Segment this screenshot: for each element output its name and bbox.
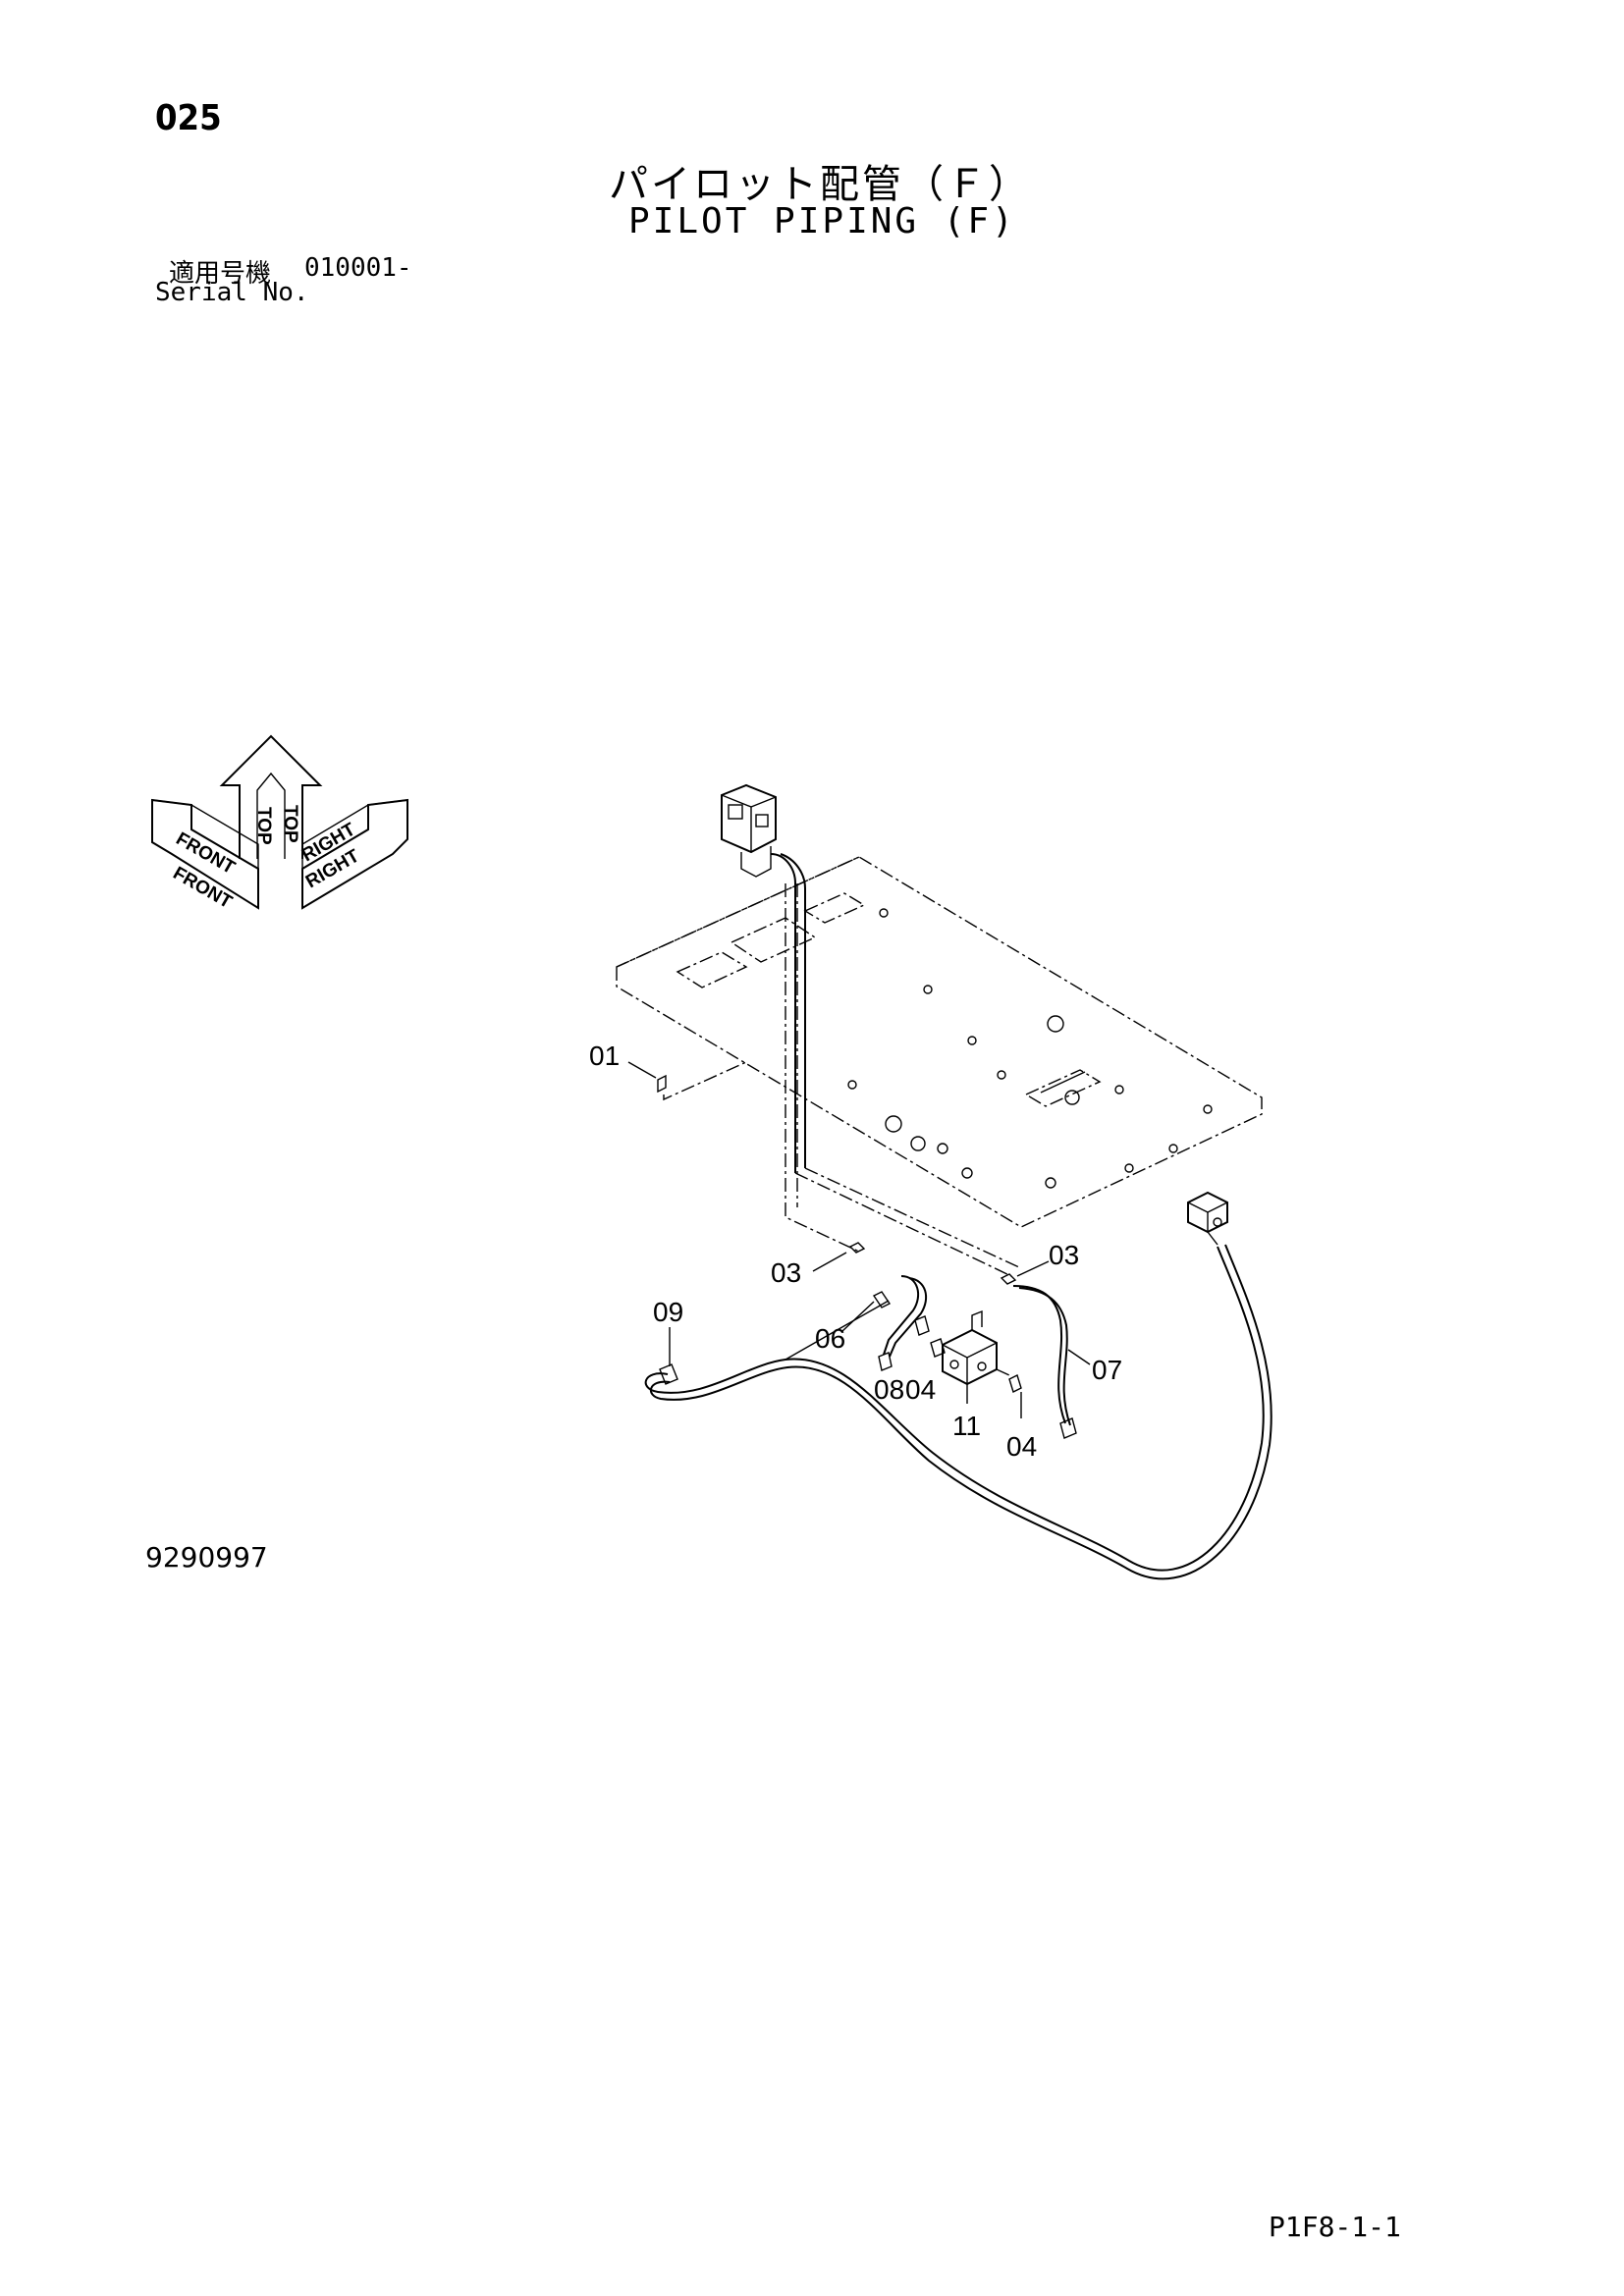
plate-hole xyxy=(1064,1090,1080,1105)
plate-hole xyxy=(997,1070,1006,1080)
orientation-label-top-right: TOP xyxy=(280,805,300,843)
plate-hole xyxy=(1168,1144,1178,1153)
hose-07 xyxy=(1012,1285,1091,1439)
plate-hole xyxy=(885,1115,902,1133)
pilot-valve-upper xyxy=(721,783,777,878)
callout-06: 06 xyxy=(815,1323,845,1354)
callout-04-right: 04 xyxy=(1006,1431,1037,1462)
floor-plate xyxy=(616,856,1263,1228)
plate-hole xyxy=(1047,1015,1064,1033)
pilot-pipes-vertical xyxy=(770,853,1022,1277)
plate-hole xyxy=(1045,1177,1056,1189)
callout-08: 08 xyxy=(874,1374,904,1405)
plate-hole xyxy=(1203,1104,1213,1114)
fitting-03-left xyxy=(812,1242,866,1272)
page-number: 025 xyxy=(155,98,222,138)
plate-hole xyxy=(1124,1163,1134,1173)
title-english: PILOT PIPING (F) xyxy=(628,201,1016,241)
callout-labels: 01 03 03 09 06 08 04 11 04 07 xyxy=(589,1041,1122,1462)
hose-09 xyxy=(644,1244,1272,1580)
fitting-01 xyxy=(627,1061,747,1101)
plate-hole xyxy=(923,985,933,994)
hose-06 xyxy=(872,1275,928,1371)
serial-number-range: 010001- xyxy=(304,253,412,283)
fitting-03-right xyxy=(1000,1260,1050,1285)
plate-hole xyxy=(847,1080,857,1090)
serial-label-japanese: 適用号機 xyxy=(169,259,272,289)
figure-number: 9290997 xyxy=(145,1541,268,1574)
page-code: P1F8-1-1 xyxy=(1269,2211,1401,2243)
title-japanese: パイロット配管（Ｆ） xyxy=(609,162,1031,207)
callout-04-left: 04 xyxy=(905,1374,936,1405)
pilot-valve-right xyxy=(1187,1191,1228,1246)
orientation-indicator: FRONT FRONT TOP TOP RIGHT RIGHT xyxy=(151,734,408,913)
callout-09: 09 xyxy=(653,1297,683,1327)
callout-03-right: 03 xyxy=(1049,1240,1079,1270)
callout-01: 01 xyxy=(589,1041,620,1071)
plate-hole xyxy=(961,1167,973,1179)
plate-hole xyxy=(937,1143,948,1154)
callout-03-left: 03 xyxy=(771,1257,801,1288)
orientation-label-top-left: TOP xyxy=(253,807,274,845)
callout-07: 07 xyxy=(1092,1355,1122,1385)
fitting-04-left xyxy=(914,1315,946,1358)
plate-hole xyxy=(967,1036,977,1045)
plate-hole xyxy=(879,908,889,918)
block-11 xyxy=(942,1309,998,1404)
plate-hole xyxy=(1114,1085,1124,1095)
plate-hole xyxy=(910,1136,926,1151)
serial-label-english: Serial No. xyxy=(155,278,309,307)
callout-11: 11 xyxy=(952,1411,981,1441)
fitting-04-right xyxy=(996,1368,1022,1418)
